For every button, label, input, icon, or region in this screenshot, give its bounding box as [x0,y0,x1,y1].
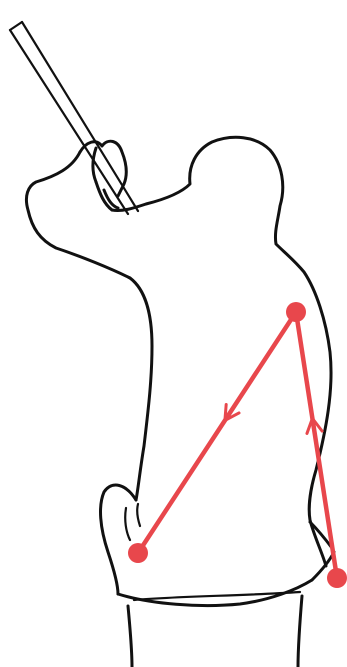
muscle-line-overlay [128,302,347,588]
arrow-line-1 [138,312,296,553]
marker-hip-left [128,543,148,563]
marker-hip-right [327,568,347,588]
torso-outline [112,137,331,566]
marker-shoulder [286,302,306,322]
pole [10,22,138,214]
